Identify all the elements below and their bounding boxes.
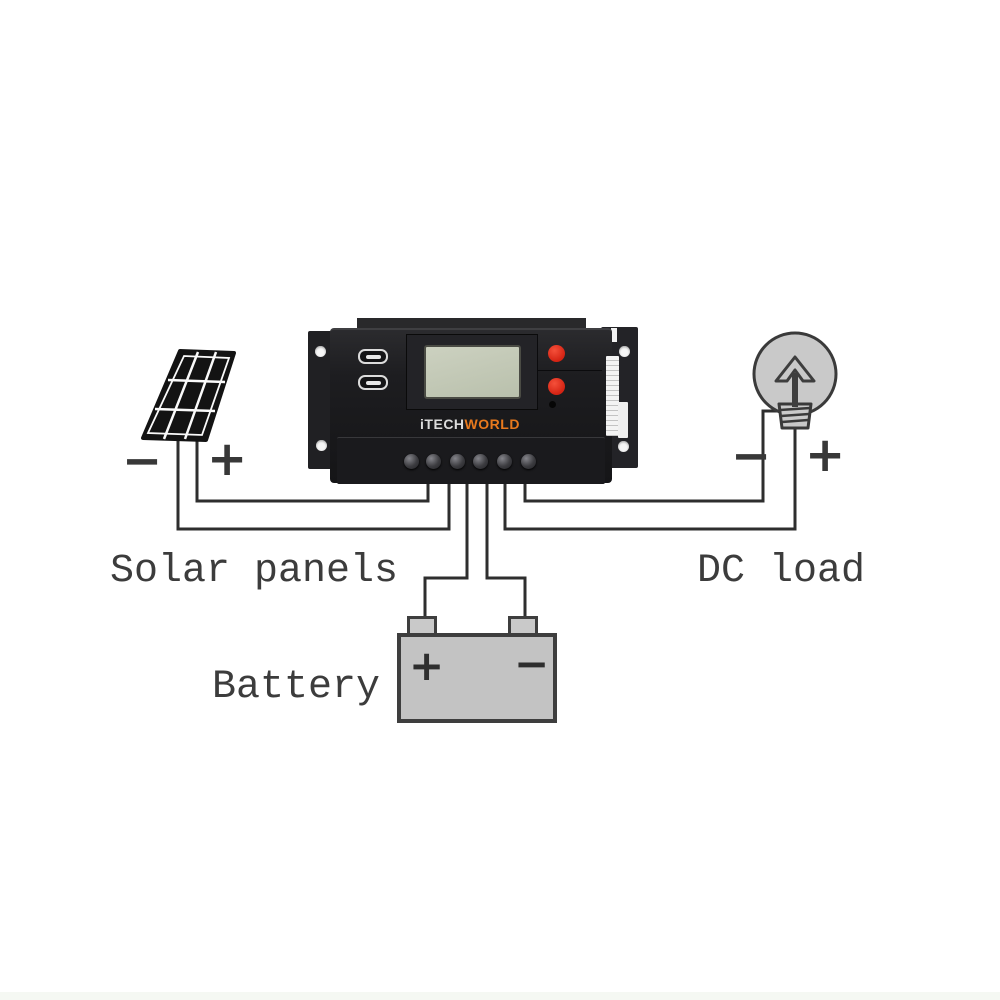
brand-logo-world: WORLD	[464, 416, 520, 432]
mount-hole-icon	[618, 441, 629, 452]
solar-plus-sign: +	[207, 431, 248, 487]
terminal-screw-battery-plus	[450, 454, 465, 469]
terminal-screw-solar-plus	[404, 454, 419, 469]
terminal-block	[337, 437, 605, 484]
controller-backplate	[357, 318, 586, 330]
brand-logo: iTECHWORLD	[398, 416, 542, 432]
battery-icon: + −	[397, 633, 557, 723]
dc-load-label: DC load	[697, 549, 866, 594]
solar-panels-label: Solar panels	[110, 549, 399, 594]
wire-battery-negative	[485, 482, 527, 620]
load-minus-sign: −	[731, 428, 772, 484]
usb-contact	[366, 355, 381, 359]
mount-hole-icon	[315, 346, 326, 357]
controller-button-up[interactable]	[548, 345, 565, 362]
usb-port-icon	[358, 349, 388, 364]
wire-battery-positive	[423, 482, 469, 620]
brand-logo-itech: iTECH	[420, 416, 465, 432]
controller-mount-tab-left	[308, 331, 332, 469]
spec-sticker-small	[618, 402, 628, 438]
indicator-dot	[549, 401, 556, 408]
battery-plus-sign: +	[409, 641, 445, 690]
light-bulb-icon	[752, 331, 838, 430]
tab-notch	[611, 328, 617, 342]
usb-contact	[366, 381, 381, 385]
solar-panel-icon	[141, 349, 236, 442]
wire-solar-positive	[195, 441, 430, 503]
spec-sticker	[606, 356, 619, 436]
terminal-screw-battery-minus	[473, 454, 488, 469]
mount-hole-icon	[619, 346, 630, 357]
terminal-screw-solar-minus	[426, 454, 441, 469]
load-plus-sign: +	[805, 427, 846, 483]
wire-solar-negative	[176, 441, 451, 531]
usb-port-icon	[358, 375, 388, 390]
terminal-screw-load-plus	[497, 454, 512, 469]
mount-hole-icon	[316, 440, 327, 451]
lcd-screen	[424, 345, 521, 399]
battery-minus-sign: −	[514, 639, 550, 688]
solar-minus-sign: −	[122, 433, 163, 489]
battery-label: Battery	[212, 665, 381, 710]
bottom-edge-strip	[0, 992, 1000, 1000]
panel-divider	[537, 370, 602, 371]
controller-button-down[interactable]	[548, 378, 565, 395]
terminal-screw-load-minus	[521, 454, 536, 469]
wire-load-negative	[523, 409, 780, 503]
wire-load-positive	[503, 424, 797, 531]
